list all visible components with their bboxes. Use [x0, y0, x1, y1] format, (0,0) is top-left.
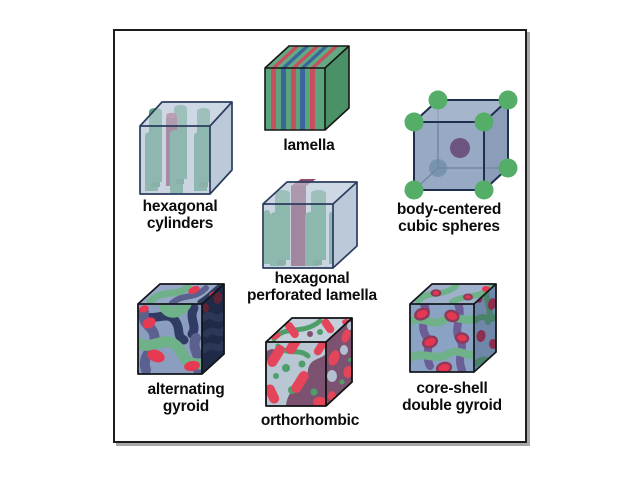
lamella-icon: [264, 45, 350, 131]
core-shell-double-gyroid-icon: [409, 283, 497, 373]
alternating-gyroid-label: alternating gyroid: [147, 381, 225, 415]
hexagonal-cylinders-label: hexagonal cylinders: [142, 198, 218, 232]
hexagonal-cylinders-icon: [139, 101, 233, 195]
orthorhombic-label: orthorhombic: [260, 412, 360, 429]
alternating-gyroid-icon: [137, 283, 225, 375]
orthorhombic-icon: [265, 317, 353, 407]
lamella-label: lamella: [283, 137, 335, 154]
figure-frame: hexagonal cylinders: [113, 29, 527, 443]
hexagonal-perforated-lamella-label: hexagonal perforated lamella: [247, 270, 377, 304]
body-centered-cubic-spheres-label: body-centered cubic spheres: [396, 201, 502, 235]
core-shell-double-gyroid-label: core-shell double gyroid: [402, 380, 502, 414]
body-centered-cubic-spheres-icon: [404, 90, 518, 200]
hexagonal-perforated-lamella-icon: [262, 179, 358, 269]
